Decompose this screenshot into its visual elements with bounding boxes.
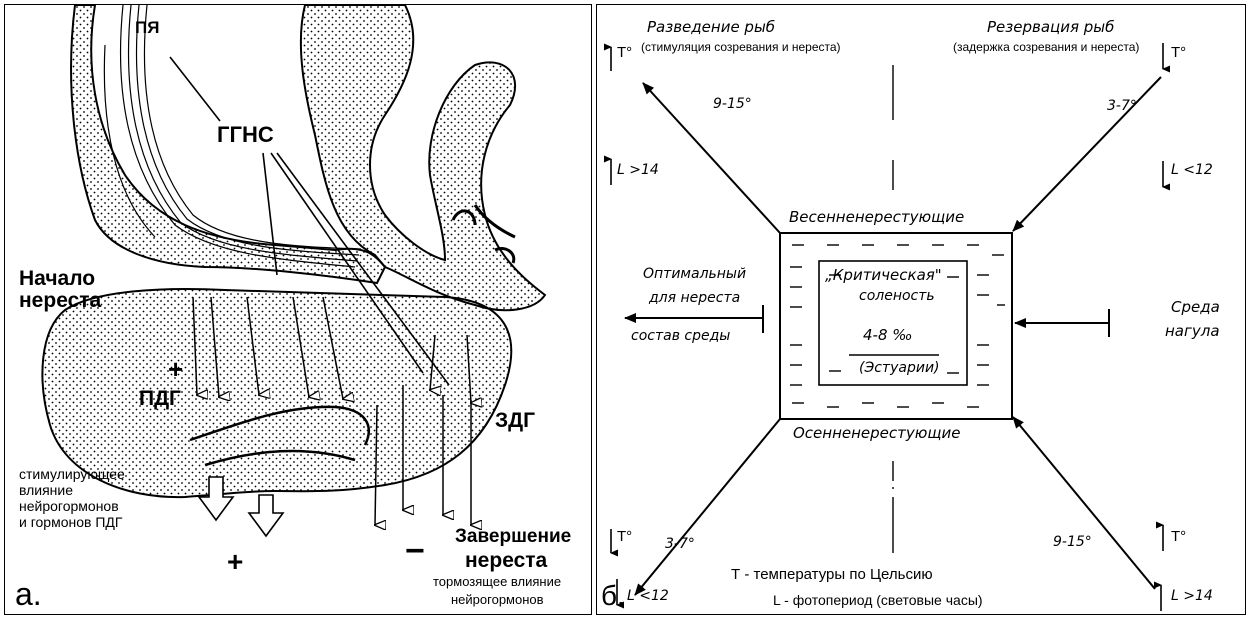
label-end-line2: нереста xyxy=(465,549,547,572)
t-deg-bottom-left: T° xyxy=(617,529,632,546)
l-gt-14-bottom: L >14 xyxy=(1171,589,1213,604)
optimal-line3: состав среды xyxy=(631,329,730,344)
label-plus-bottom: + xyxy=(227,547,243,578)
breeding-title: Разведение рыб xyxy=(647,19,775,36)
label-py: ПЯ xyxy=(135,19,159,38)
t-deg-bottom-right: T° xyxy=(1171,529,1186,546)
legend-temperature: Т - температуры по Цельсию xyxy=(731,567,933,584)
reservation-subtitle: (задержка созревания и нереста) xyxy=(953,41,1139,54)
legend-photoperiod: L - фотопериод (световые часы) xyxy=(773,593,983,608)
temp-9-15-bottom: 9-15° xyxy=(1053,535,1092,550)
panel-b-letter: б. xyxy=(601,581,625,612)
feeding-line1: Среда xyxy=(1171,299,1220,316)
panel-b-salinity-diagram: Разведение рыб (стимуляция созревания и … xyxy=(596,4,1246,615)
label-stim-line4: и гормонов ПДГ xyxy=(19,515,122,530)
panel-a-pituitary-diagram: ПЯ ГГНС Начало нереста + ПДГ ЗДГ стимули… xyxy=(4,4,592,615)
l-gt-14-top: L >14 xyxy=(617,163,659,178)
panel-a-letter: а. xyxy=(15,577,42,612)
label-stim-line3: нейрогормонов xyxy=(19,499,119,514)
salinity-drawing xyxy=(597,5,1246,615)
label-pdg: ПДГ xyxy=(139,387,181,410)
autumn-spawners: Осенненерестующие xyxy=(793,425,961,442)
label-ggns: ГГНС xyxy=(217,123,274,147)
l-lt-12-top: L <12 xyxy=(1171,163,1213,178)
label-inhib-line2: нейрогормонов xyxy=(451,593,544,607)
label-start-line2: нереста xyxy=(19,289,101,312)
optimal-line1: Оптимальный xyxy=(643,267,746,282)
label-stim-line1: стимулирующее xyxy=(19,467,125,482)
temp-9-15-top: 9-15° xyxy=(713,97,752,112)
spring-spawners: Весенненерестующие xyxy=(789,209,964,226)
label-zdg: ЗДГ xyxy=(495,409,535,432)
label-plus-top: + xyxy=(168,355,183,384)
label-start-line1: Начало xyxy=(19,267,95,290)
critical-line3: 4-8 ‰ xyxy=(863,327,913,344)
t-deg-top-left: T° xyxy=(617,45,632,62)
label-stim-line2: влияние xyxy=(19,483,73,498)
label-minus: − xyxy=(405,533,425,570)
temp-3-7-top: 3-7° xyxy=(1107,99,1137,114)
critical-line2: соленость xyxy=(859,289,935,304)
t-deg-top-right: T° xyxy=(1171,45,1186,62)
l-lt-12-bottom: L <12 xyxy=(627,589,669,604)
label-inhib-line1: тормозящее влияние xyxy=(433,575,561,589)
feeding-line2: нагула xyxy=(1165,323,1220,340)
output-arrow-2 xyxy=(249,495,283,536)
critical-line4: (Эстуарии) xyxy=(859,361,940,376)
temp-3-7-bottom: 3-7° xyxy=(665,537,695,552)
critical-line1: „Критическая" xyxy=(825,267,942,284)
label-end-line1: Завершение xyxy=(455,527,571,548)
reservation-title: Резервация рыб xyxy=(987,19,1114,36)
breeding-subtitle: (стимуляция созревания и нереста) xyxy=(641,41,841,54)
optimal-line2: для нереста xyxy=(649,291,740,306)
